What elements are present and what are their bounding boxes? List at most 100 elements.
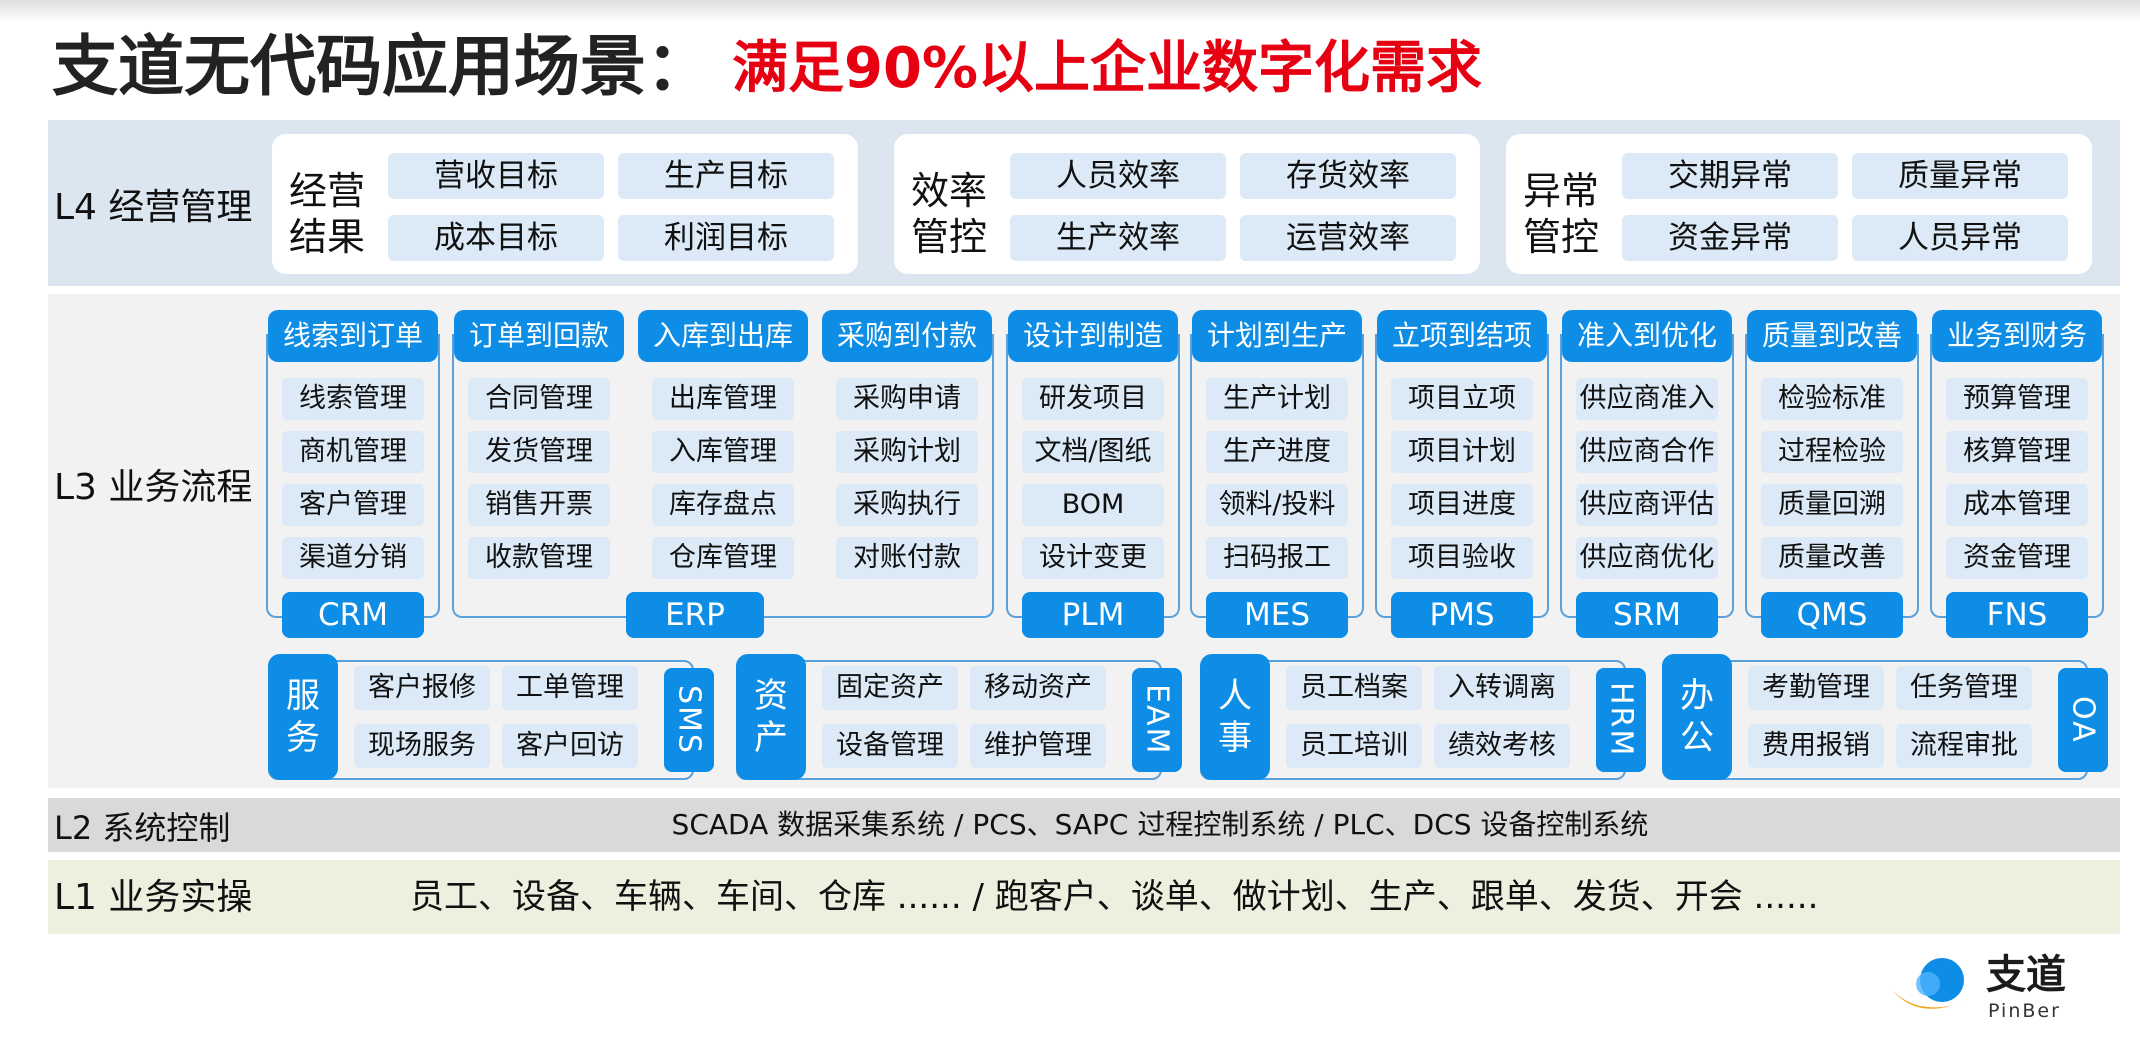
l3-item-chip[interactable]: 仓库管理 [652,537,794,579]
side-system-label[interactable]: 资产 [736,654,806,780]
l3-item-chip[interactable]: 供应商优化 [1576,537,1718,579]
l4-item-chip[interactable]: 运营效率 [1240,215,1456,261]
l3-column-head[interactable]: 订单到回款 [454,310,624,362]
side-system-item-chip[interactable]: 员工档案 [1286,666,1422,710]
l3-column-head[interactable]: 设计到制造 [1008,310,1178,362]
l3-item-chip[interactable]: 出库管理 [652,378,794,420]
side-system-item-chip[interactable]: 现场服务 [354,724,490,768]
l3-item-chip[interactable]: 项目验收 [1391,537,1533,579]
l3-item-chip[interactable]: 项目计划 [1391,431,1533,473]
l3-item-chip[interactable]: BOM [1022,484,1164,526]
l4-item-chip[interactable]: 人员效率 [1010,153,1226,199]
l3-item-chip[interactable]: 发货管理 [468,431,610,473]
l3-system-badge[interactable]: QMS [1761,592,1903,638]
side-system-label-text: 服务 [286,675,320,759]
l3-column-head[interactable]: 计划到生产 [1192,310,1362,362]
side-system-label-char: 资 [754,676,788,716]
l3-system-badge[interactable]: PLM [1022,592,1164,638]
side-system-item-chip[interactable]: 绩效考核 [1434,724,1570,768]
side-system-item-chip[interactable]: 维护管理 [970,724,1106,768]
l4-item-chip[interactable]: 生产目标 [618,153,834,199]
l3-item-chip[interactable]: 采购执行 [836,484,978,526]
l3-item-chip[interactable]: 预算管理 [1946,378,2088,420]
l3-item-chip[interactable]: 检验标准 [1761,378,1903,420]
l3-item-chip[interactable]: 生产进度 [1206,431,1348,473]
l3-item-chip[interactable]: 渠道分销 [282,537,424,579]
side-system-badge[interactable]: OA [2058,668,2108,772]
side-system-label[interactable]: 办公 [1662,654,1732,780]
l3-item-chip[interactable]: 供应商合作 [1576,431,1718,473]
side-system-item-chip[interactable]: 客户回访 [502,724,638,768]
l3-column-head[interactable]: 入库到出库 [638,310,808,362]
logo-subname: PinBer [1988,1000,2061,1022]
l3-item-chip[interactable]: 项目立项 [1391,378,1533,420]
layer-label-l1: L1 业务实操 [54,877,253,918]
l3-item-chip[interactable]: 合同管理 [468,378,610,420]
side-system-label[interactable]: 服务 [268,654,338,780]
l3-item-chip[interactable]: 扫码报工 [1206,537,1348,579]
l3-item-chip[interactable]: 对账付款 [836,537,978,579]
side-system-badge[interactable]: EAM [1132,668,1182,772]
side-system-item-chip[interactable]: 考勤管理 [1748,666,1884,710]
l3-item-chip[interactable]: 收款管理 [468,537,610,579]
l3-column-head[interactable]: 准入到优化 [1562,310,1732,362]
l3-item-chip[interactable]: 文档/图纸 [1022,431,1164,473]
l3-item-chip[interactable]: 质量改善 [1761,537,1903,579]
side-system-item-chip[interactable]: 设备管理 [822,724,958,768]
side-system-item-chip[interactable]: 客户报修 [354,666,490,710]
l3-system-badge[interactable]: CRM [282,592,424,638]
l3-item-chip[interactable]: 过程检验 [1761,431,1903,473]
side-system-label[interactable]: 人事 [1200,654,1270,780]
l3-column-head[interactable]: 采购到付款 [822,310,992,362]
l4-item-chip[interactable]: 成本目标 [388,215,604,261]
l3-item-chip[interactable]: 采购申请 [836,378,978,420]
l3-item-chip[interactable]: 客户管理 [282,484,424,526]
l3-system-badge[interactable]: MES [1206,592,1348,638]
l4-item-chip[interactable]: 营收目标 [388,153,604,199]
l4-item-chip[interactable]: 人员异常 [1852,215,2068,261]
l4-item-chip[interactable]: 利润目标 [618,215,834,261]
side-system-item-chip[interactable]: 流程审批 [1896,724,2032,768]
l3-column-head[interactable]: 业务到财务 [1932,310,2102,362]
side-system-item-chip[interactable]: 工单管理 [502,666,638,710]
l3-system-badge[interactable]: ERP [626,592,764,638]
side-system-badge[interactable]: SMS [664,668,714,772]
l3-column-head[interactable]: 质量到改善 [1747,310,1917,362]
side-system-badge[interactable]: HRM [1596,668,1646,772]
side-system-item-chip[interactable]: 任务管理 [1896,666,2032,710]
l3-item-chip[interactable]: 线索管理 [282,378,424,420]
l3-system-badge[interactable]: SRM [1576,592,1718,638]
side-system-item-chip[interactable]: 移动资产 [970,666,1106,710]
l4-item-chip[interactable]: 交期异常 [1622,153,1838,199]
side-system-label-char: 产 [754,718,788,758]
l3-item-chip[interactable]: 销售开票 [468,484,610,526]
l3-column-head[interactable]: 线索到订单 [268,310,438,362]
side-system-item-chip[interactable]: 员工培训 [1286,724,1422,768]
l3-item-chip[interactable]: 设计变更 [1022,537,1164,579]
l3-item-chip[interactable]: 质量回溯 [1761,484,1903,526]
l4-caption: 效率管控 [906,168,992,260]
l3-system-badge[interactable]: PMS [1391,592,1533,638]
side-system-item-chip[interactable]: 入转调离 [1434,666,1570,710]
l3-item-chip[interactable]: 入库管理 [652,431,794,473]
l3-item-chip[interactable]: 生产计划 [1206,378,1348,420]
l3-item-chip[interactable]: 商机管理 [282,431,424,473]
l4-item-chip[interactable]: 资金异常 [1622,215,1838,261]
l3-item-chip[interactable]: 库存盘点 [652,484,794,526]
l3-system-badge[interactable]: FNS [1946,592,2088,638]
l3-item-chip[interactable]: 成本管理 [1946,484,2088,526]
l4-item-chip[interactable]: 生产效率 [1010,215,1226,261]
l3-item-chip[interactable]: 资金管理 [1946,537,2088,579]
side-system-item-chip[interactable]: 费用报销 [1748,724,1884,768]
l3-item-chip[interactable]: 核算管理 [1946,431,2088,473]
l3-item-chip[interactable]: 供应商准入 [1576,378,1718,420]
l4-item-chip[interactable]: 质量异常 [1852,153,2068,199]
l4-item-chip[interactable]: 存货效率 [1240,153,1456,199]
side-system-item-chip[interactable]: 固定资产 [822,666,958,710]
l3-item-chip[interactable]: 供应商评估 [1576,484,1718,526]
l3-item-chip[interactable]: 项目进度 [1391,484,1533,526]
l3-item-chip[interactable]: 领料/投料 [1206,484,1348,526]
l3-item-chip[interactable]: 研发项目 [1022,378,1164,420]
l3-item-chip[interactable]: 采购计划 [836,431,978,473]
l3-column-head[interactable]: 立项到结项 [1377,310,1547,362]
